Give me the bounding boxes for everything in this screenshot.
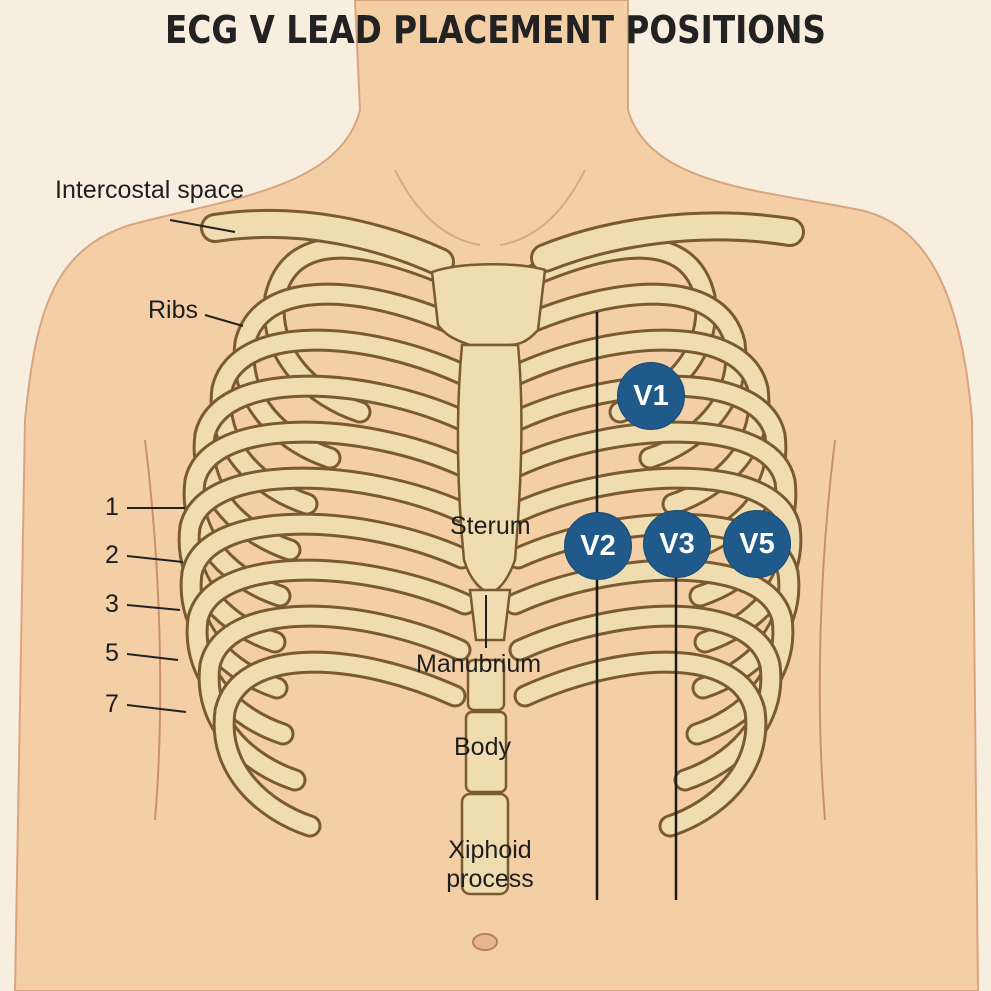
rib-left-6 [177, 466, 474, 654]
rib-right-9 [508, 604, 783, 792]
label-manubrium: Manubrium [416, 650, 542, 678]
electrode-v5: V5 [723, 510, 791, 578]
side-line-left [144, 439, 162, 821]
rib-number-5: 5 [105, 639, 119, 667]
label-intercostal-space: Intercostal space [55, 176, 244, 204]
label-body: Body [454, 733, 511, 761]
label-ribs: Ribs [148, 296, 199, 324]
lower-segment-3 [460, 792, 510, 896]
rib-left-9 [197, 604, 472, 792]
electrode-v3: V3 [643, 510, 711, 578]
clavicle-left-fill [203, 211, 452, 274]
rib-number-1: 1 [105, 493, 119, 521]
rib-right-6 [506, 466, 803, 654]
rib-number-2: 2 [105, 541, 119, 569]
neck-shadow [394, 169, 586, 246]
rib-number-7: 7 [105, 690, 119, 718]
rib-left-10 [212, 650, 467, 838]
label-sternum: Sterum [450, 512, 531, 540]
sternum [430, 262, 547, 896]
navel [472, 933, 498, 951]
side-line-right [818, 439, 836, 821]
manubrium-bone [430, 262, 547, 347]
label-xiphoid-process: Xiphoid process [446, 836, 534, 893]
page-title: ECG V LEAD PLACEMENT POSITIONS [165, 8, 826, 52]
rib-left-7 [179, 512, 474, 700]
electrode-v1: V1 [617, 362, 685, 430]
rib-right-10 [513, 650, 768, 838]
leader-lines [126, 219, 487, 713]
lower-segment-2 [464, 710, 508, 794]
electrode-v2: V2 [564, 512, 632, 580]
sternum-body-bone [456, 343, 523, 594]
rib-number-3: 3 [105, 590, 119, 618]
xiphoid-bone [468, 588, 512, 642]
lower-segment-1 [466, 658, 506, 712]
clavicle-right-fill [533, 214, 802, 270]
rib-left-5 [182, 420, 474, 608]
